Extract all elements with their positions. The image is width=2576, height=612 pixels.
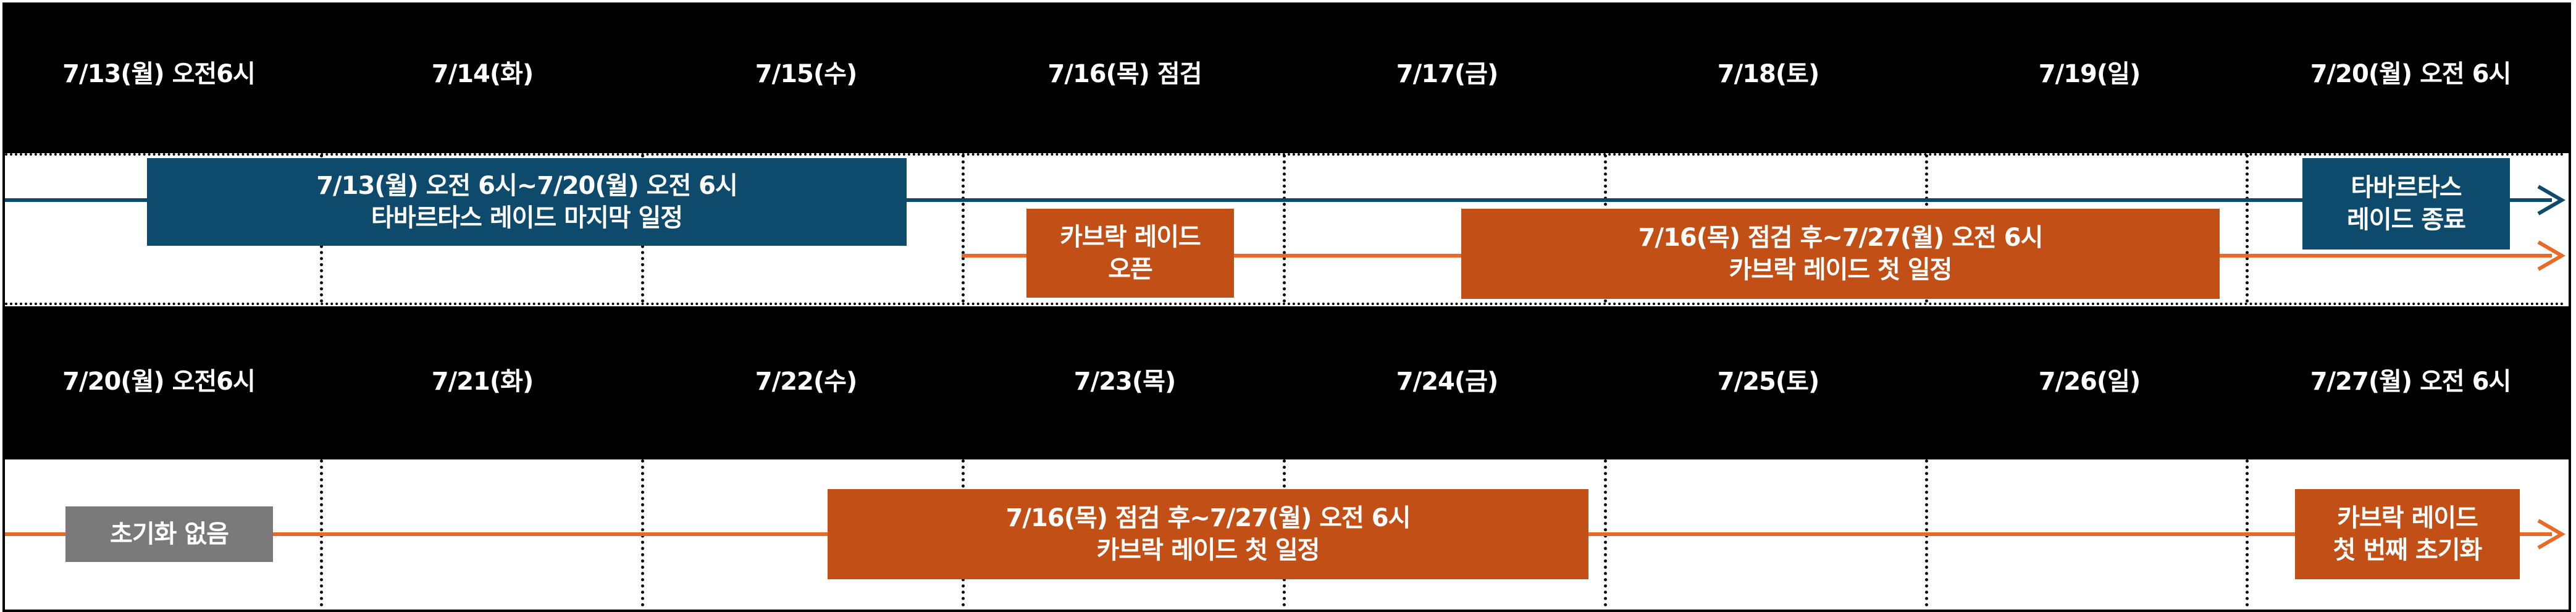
- kavrak-first-period-box-week1: 7/16(목) 점검 후~7/27(월) 오전 6시 카브락 레이드 첫 일정: [1461, 209, 2220, 299]
- tabarrtas-end-line2: 레이드 종료: [2347, 206, 2466, 234]
- week1-header-day4: 7/16(목) 점검: [1047, 60, 1202, 88]
- week1-bottom-dotted-line: [5, 303, 2566, 305]
- tabarrtas-last-period-line1: 7/13(월) 오전 6시~7/20(월) 오전 6시: [316, 172, 738, 200]
- kavrak-first-reset-line2: 첫 번째 초기화: [2333, 536, 2483, 564]
- week2-header-day6: 7/25(토): [1717, 367, 1819, 396]
- week1-divider-4: [1283, 154, 1286, 303]
- kavrak-open-line1: 카브락 레이드: [1060, 223, 1201, 251]
- week1-header-day2: 7/14(화): [431, 60, 534, 88]
- week2-header-day8: 7/27(월) 오전 6시: [2310, 367, 2512, 396]
- kavrak-first-period-week2-line1: 7/16(목) 점검 후~7/27(월) 오전 6시: [1005, 504, 1411, 532]
- no-reset-box: 초기화 없음: [65, 506, 273, 562]
- week2-header-day5: 7/24(금): [1396, 367, 1498, 396]
- week1-header-day3: 7/15(수): [755, 60, 857, 88]
- kavrak-first-period-week1-line1: 7/16(목) 점검 후~7/27(월) 오전 6시: [1638, 224, 2044, 252]
- no-reset-label: 초기화 없음: [110, 520, 229, 548]
- kavrak-first-reset-box: 카브락 레이드 첫 번째 초기화: [2295, 489, 2520, 579]
- kavrak-first-period-week2-line2: 카브락 레이드 첫 일정: [1096, 536, 1320, 564]
- week1-header-day6: 7/18(토): [1717, 60, 1819, 88]
- week1-header-day7: 7/19(일): [2038, 60, 2141, 88]
- kavrak-first-period-week1-line2: 카브락 레이드 첫 일정: [1729, 256, 1953, 284]
- week1-divider-3: [962, 154, 965, 303]
- week1-divider-7: [2246, 154, 2249, 303]
- tabarrtas-end-box: 타바르타스 레이드 종료: [2302, 158, 2510, 249]
- week1-header-day1: 7/13(월) 오전6시: [62, 60, 256, 88]
- tabarrtas-end-line1: 타바르타스: [2351, 174, 2462, 202]
- week2-header-day3: 7/22(수): [755, 367, 857, 396]
- week1-header-band: [2, 2, 2571, 153]
- week2-header-day1: 7/20(월) 오전6시: [62, 367, 256, 396]
- tabarrtas-last-period-box: 7/13(월) 오전 6시~7/20(월) 오전 6시 타바르타스 레이드 마지…: [147, 158, 907, 246]
- week1-header-day5: 7/17(금): [1396, 60, 1498, 88]
- kavrak-first-period-box-week2: 7/16(목) 점검 후~7/27(월) 오전 6시 카브락 레이드 첫 일정: [828, 489, 1588, 579]
- tabarrtas-last-period-line2: 타바르타스 레이드 마지막 일정: [371, 204, 683, 232]
- week2-header-day2: 7/21(화): [431, 367, 534, 396]
- kavrak-open-line2: 오픈: [1108, 255, 1153, 283]
- week2-header-band: [2, 306, 2571, 459]
- week2-header-day4: 7/23(목): [1073, 367, 1176, 396]
- kavrak-first-reset-line1: 카브락 레이드: [2337, 504, 2478, 532]
- kavrak-open-box: 카브락 레이드 오픈: [1026, 209, 1234, 298]
- week2-header-day7: 7/26(일): [2038, 367, 2141, 396]
- week1-header-day8: 7/20(월) 오전 6시: [2310, 60, 2512, 88]
